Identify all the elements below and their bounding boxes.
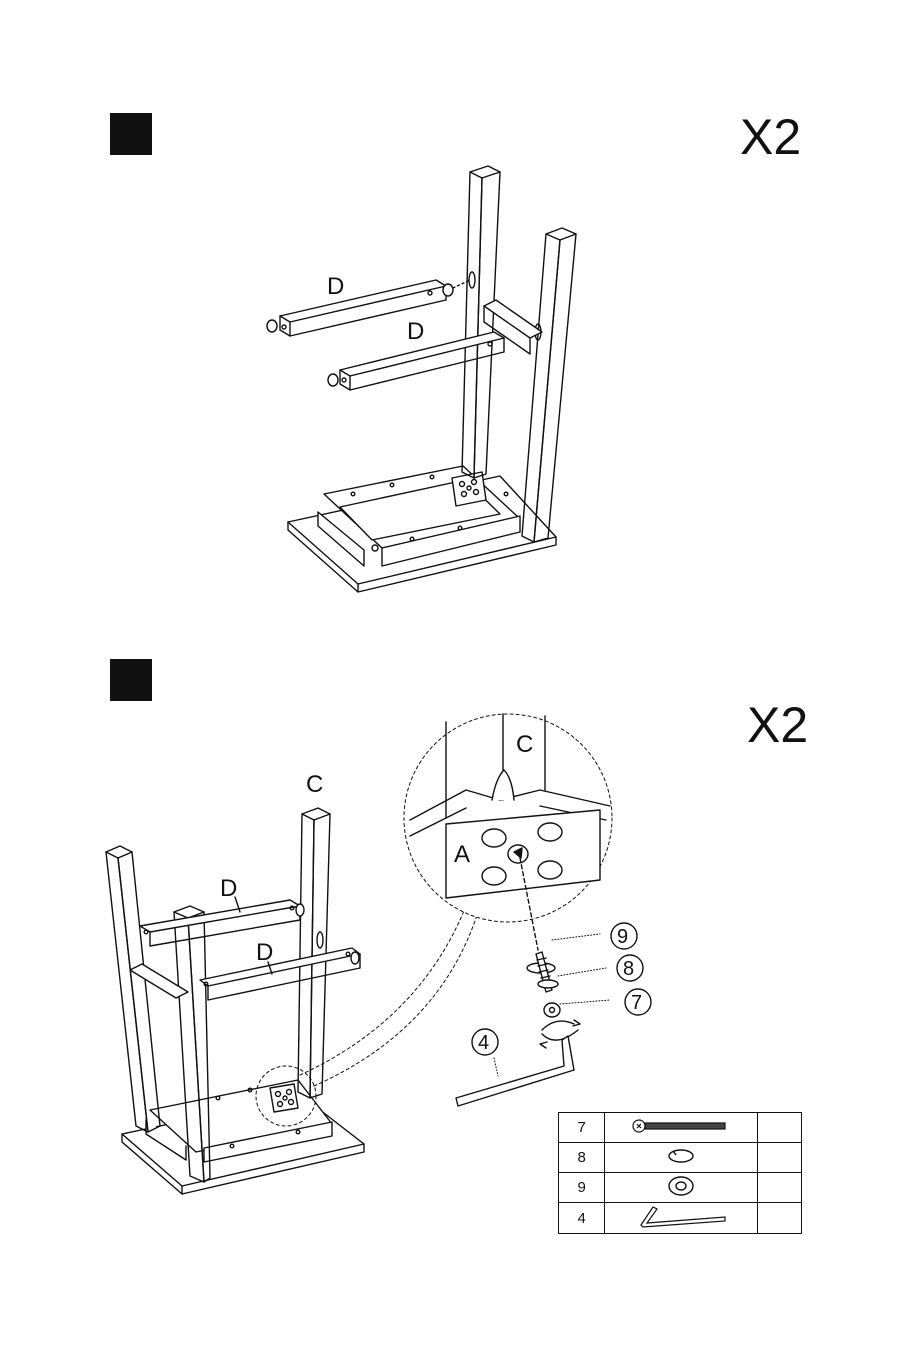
spring-washer-icon [605,1143,757,1173]
parts-row: 9 [559,1173,802,1203]
step1-stool-drawing: D D [267,166,576,592]
callout-9: 9 [611,923,637,949]
callout-8: 8 [617,955,643,981]
callout-4: 4 [472,1029,498,1055]
parts-row: 4 [559,1203,802,1234]
svg-text:8: 8 [623,958,634,980]
allen-key-icon [605,1203,757,1234]
part-id: 4 [559,1203,605,1234]
detail-label-a: A [454,841,470,868]
step1-label-d-lower: D [407,318,424,345]
step2-label-d-lower: D [256,939,273,966]
part-id: 9 [559,1173,605,1203]
part-id: 7 [559,1113,605,1143]
part-count [757,1113,801,1143]
step1-label-d-upper: D [327,273,344,300]
step2-stool-drawing: C D D [106,771,364,1194]
parts-table: 7 8 9 4 [558,1112,802,1234]
parts-row: 7 [559,1113,802,1143]
step2-label-c: C [306,771,323,798]
detail-magnifier: C A [300,714,612,1086]
part-count [757,1203,801,1234]
callout-7: 7 [625,989,651,1015]
flat-washer-icon [605,1173,757,1203]
bolt-icon [605,1113,757,1143]
part-count [757,1173,801,1203]
parts-row: 8 [559,1143,802,1173]
svg-text:9: 9 [617,926,628,948]
step2-label-d-upper: D [220,875,237,902]
svg-text:7: 7 [631,992,642,1014]
svg-text:4: 4 [478,1032,489,1054]
part-id: 8 [559,1143,605,1173]
part-count [757,1143,801,1173]
detail-label-c: C [516,731,533,758]
